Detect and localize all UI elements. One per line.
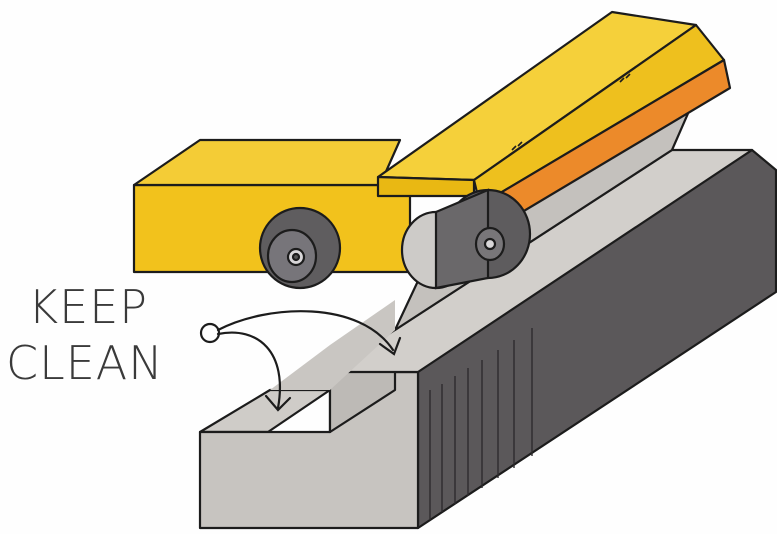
carriage-body-top [134, 140, 400, 185]
carriage-arm-front [378, 177, 474, 196]
clean-label: CLEAN [6, 340, 164, 386]
rear-wheel [260, 208, 340, 288]
pointer-circle [201, 324, 219, 342]
keep-label: KEEP [28, 284, 148, 330]
